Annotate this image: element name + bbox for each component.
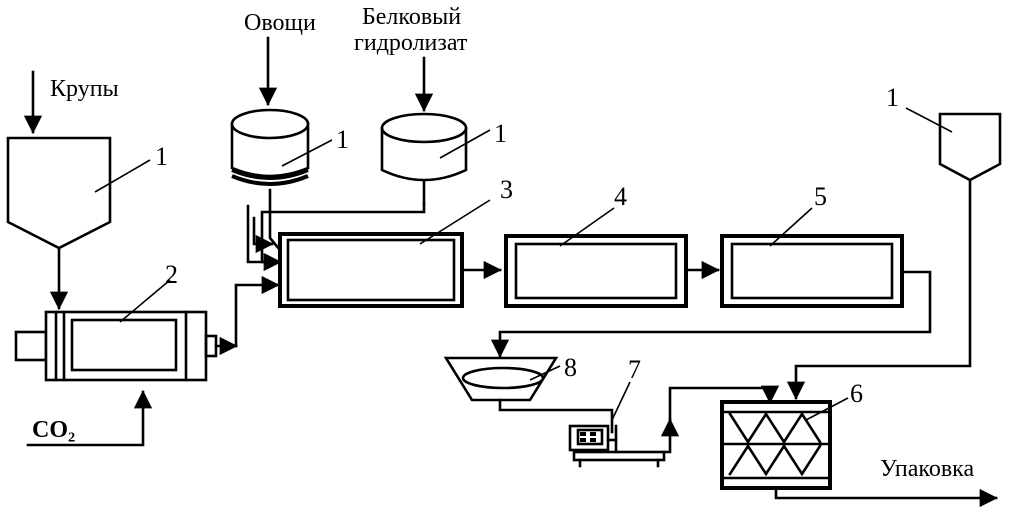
label-belkovyy-2: гидролизат [354, 30, 468, 56]
flow-to-conveyor-3 [234, 275, 280, 348]
extruder: 2 [14, 260, 218, 382]
callout-conveyor-4: 4 [614, 182, 627, 211]
hopper-left: 1 [6, 136, 168, 310]
input-belkovyy: Белковый гидролизат [354, 4, 468, 112]
callout-extruder: 2 [165, 260, 178, 289]
label-ovoshchi: Овощи [244, 10, 316, 36]
conveyor-3: 3 [278, 175, 513, 308]
input-ovoshchi: Овощи [244, 10, 316, 106]
input-co2: CO₂ [26, 390, 153, 447]
label-co2: CO₂ [32, 417, 75, 443]
label-belkovyy-1: Белковый [362, 4, 461, 30]
input-krupy: Крупы [23, 70, 119, 134]
callout-conveyor-3: 3 [500, 175, 513, 204]
label-krupy: Крупы [50, 76, 119, 102]
feed-lines [246, 188, 426, 272]
callout-hopper-left: 1 [155, 142, 168, 171]
tank-hydrolysate: 1 [380, 112, 507, 206]
callout-cooler: 8 [564, 353, 577, 382]
callout-conveyor-5: 5 [814, 182, 827, 211]
conveyor-4: 4 [504, 182, 720, 308]
label-upakovka: Упаковка [880, 456, 974, 482]
tank-vegetables: 1 [230, 108, 349, 186]
cooler: 8 [443, 353, 614, 434]
callout-screw-mixer: 6 [850, 379, 863, 408]
scale: 7 [568, 355, 780, 468]
callout-tank-hydrolysate: 1 [494, 119, 507, 148]
callout-hopper-right: 1 [886, 83, 899, 112]
conveyor-5: 5 [490, 182, 932, 358]
hopper-right: 1 [786, 83, 1002, 400]
callout-tank-vegetables: 1 [336, 125, 349, 154]
screw-mixer: 6 [720, 379, 998, 508]
callout-scale: 7 [628, 355, 641, 384]
